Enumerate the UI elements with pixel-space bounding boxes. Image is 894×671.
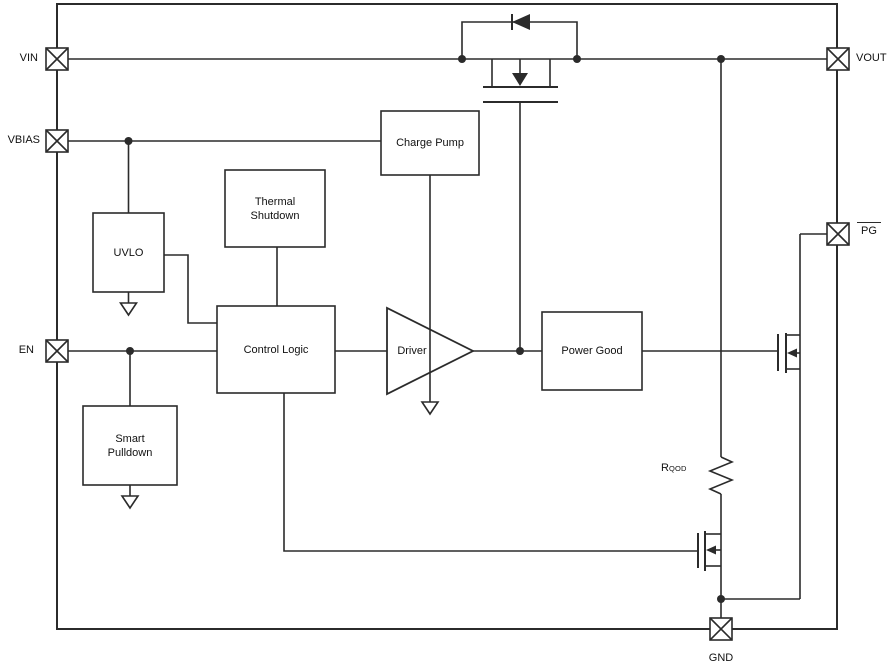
- gnd-pin: [709, 617, 733, 641]
- junction-dot: [458, 55, 466, 63]
- ic-boundary: [56, 3, 838, 630]
- pg-fet-body-arrow: [787, 348, 797, 358]
- junction-dots: [124, 55, 725, 603]
- uvlo-ground-icon: [119, 302, 138, 317]
- wire-body-diode-branch: [461, 21, 578, 59]
- en-pin: [45, 339, 69, 363]
- rqod-label-base: R: [661, 462, 669, 474]
- driver-ground-icon: [420, 401, 440, 416]
- rqod-label-subscript: QOD: [668, 464, 687, 473]
- wire-uvlo-controllogic: [164, 254, 217, 324]
- vin-pin-label: VIN: [19, 52, 38, 64]
- qod-fet: [697, 531, 721, 571]
- control-logic-block: [216, 305, 336, 394]
- junction-dot: [573, 55, 581, 63]
- smart-pulldown-ground-icon: [120, 495, 140, 510]
- thermal-shutdown-label: Thermal Shutdown: [250, 195, 300, 222]
- thermal-shutdown-block: [224, 169, 326, 248]
- pass-fet: [483, 59, 558, 103]
- junction-dot: [126, 347, 134, 355]
- pg-fet: [777, 333, 800, 373]
- ground-symbols: [119, 302, 440, 510]
- wire-controllogic-qodfet: [283, 393, 698, 552]
- body-diode: [511, 14, 530, 30]
- driver-label: Driver: [397, 345, 427, 357]
- pin-terminals: [45, 47, 850, 641]
- vbias-pin: [45, 129, 69, 153]
- en-pin-label: EN: [18, 344, 34, 356]
- junction-dot: [516, 347, 524, 355]
- pg-pin-label: PG: [857, 222, 881, 238]
- junction-dot: [717, 595, 725, 603]
- qod-fet-body-arrow: [706, 545, 716, 555]
- vbias-pin-label: VBIAS: [7, 134, 40, 146]
- rqod-resistor-label: RQOD: [661, 462, 687, 475]
- diode-triangle: [512, 14, 530, 30]
- gnd-pin-label: GND: [708, 652, 734, 664]
- vout-pin-label: VOUT: [856, 52, 887, 64]
- vout-pin: [826, 47, 850, 71]
- pg-pin: [826, 222, 850, 246]
- charge-pump-label: Charge Pump: [396, 137, 464, 149]
- junction-dot: [124, 137, 133, 145]
- charge-pump-block: [380, 110, 480, 176]
- pass-fet-body-arrow: [512, 73, 528, 86]
- rqod-resistor: [707, 456, 735, 495]
- uvlo-label: UVLO: [113, 246, 144, 259]
- power-good-label: Power Good: [561, 345, 623, 357]
- control-logic-label: Control Logic: [243, 343, 309, 356]
- vin-pin: [45, 47, 69, 71]
- smart-pulldown-label: Smart Pulldown: [107, 432, 153, 459]
- junction-dot: [717, 55, 725, 63]
